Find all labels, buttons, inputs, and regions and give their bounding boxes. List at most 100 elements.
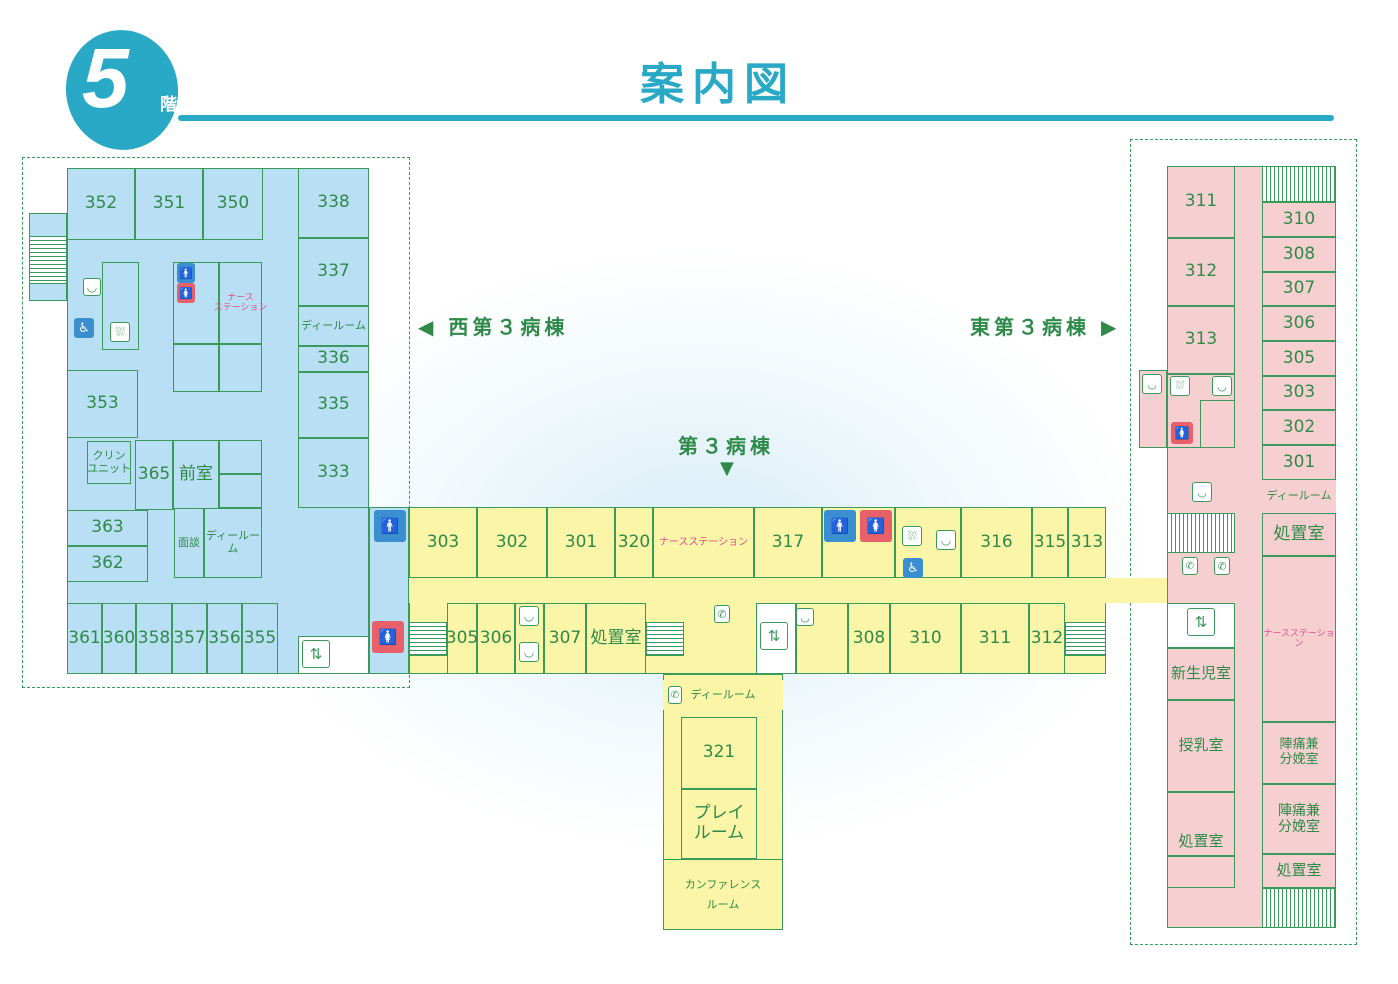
- clean-unit: クリン ユニット: [87, 441, 131, 484]
- east-treatment-3: 処置室: [1262, 854, 1336, 888]
- room-c313: 313: [1068, 507, 1106, 578]
- sink-icon: ◡: [1212, 376, 1232, 396]
- room-353: 353: [67, 370, 138, 438]
- consult-label: 面談: [178, 535, 200, 549]
- room-e311: 311: [1167, 166, 1235, 238]
- west-dayroom-2: ディールーム: [204, 508, 262, 578]
- room-c312: 312: [1029, 603, 1065, 674]
- phone-icon: ✆: [1182, 557, 1198, 575]
- room-e302: 302: [1262, 410, 1336, 445]
- room-e312: 312: [1167, 238, 1235, 306]
- east-treatment-1: 処置室: [1262, 513, 1336, 556]
- labor-room-1-label: 陣痛兼 分娩室: [1279, 737, 1319, 767]
- room-361: 361: [67, 603, 102, 674]
- south-dayroom: ディールーム: [663, 680, 783, 710]
- conference-room: カンファレンス ルーム: [663, 859, 783, 930]
- room-350: 350: [203, 168, 263, 240]
- room-c321: 321: [681, 717, 757, 789]
- room-365: 365: [135, 440, 173, 510]
- room-c308: 308: [848, 603, 890, 674]
- east-room-z: [1167, 856, 1235, 888]
- newborn-room: 新生児室: [1167, 648, 1235, 700]
- wheelchair-icon: ♿: [903, 558, 923, 578]
- shower-icon: ⛆: [1170, 376, 1190, 396]
- room-c311: 311: [961, 603, 1029, 674]
- east-treatment-2: 処置室: [1167, 792, 1235, 856]
- clean-unit-label: クリン ユニット: [87, 448, 131, 475]
- shower-icon: ⛆: [110, 322, 130, 342]
- room-c301: 301: [547, 507, 615, 578]
- room-352: 352: [67, 168, 135, 240]
- center-stairs-mid: [646, 622, 684, 656]
- room-e303: 303: [1262, 376, 1336, 410]
- west-wing-label: ◀ 西第３病棟: [418, 315, 569, 339]
- room-e313: 313: [1167, 306, 1235, 374]
- elevator-icon: ⇅: [302, 640, 330, 668]
- west-stairs: [29, 236, 67, 284]
- room-357: 357: [172, 603, 207, 674]
- room-c316: 316: [961, 507, 1032, 578]
- room-e306: 306: [1262, 306, 1336, 341]
- west-room-a: [173, 344, 219, 392]
- room-e308: 308: [1262, 237, 1336, 272]
- sink-icon: ◡: [519, 606, 539, 626]
- wash-icon: ◡: [519, 642, 539, 662]
- west-nurse-label: ナース ステーション: [213, 292, 268, 313]
- center-corridor: [409, 578, 1169, 603]
- west-nurse-station: ナース ステーション: [214, 262, 267, 344]
- header-rule: [178, 115, 1334, 121]
- center-wing-arrow: ▼: [720, 458, 738, 479]
- room-c310: 310: [890, 603, 961, 674]
- room-c307: 307: [544, 603, 586, 674]
- room-c320: 320: [615, 507, 653, 578]
- room-356: 356: [207, 603, 242, 674]
- room-358: 358: [136, 603, 172, 674]
- east-utility-b: [1200, 400, 1235, 448]
- west-dayroom-label: ディールーム: [301, 318, 366, 332]
- east-zone-outline: [1130, 139, 1357, 945]
- center-stairs-west: [409, 622, 447, 656]
- center-wing-label: 第３病棟: [678, 434, 774, 458]
- west-dayroom: ディールーム: [298, 306, 369, 346]
- east-stairs-north: [1262, 166, 1336, 202]
- west-zone-outline: [22, 157, 410, 688]
- toilet-women-icon: 🚺: [177, 283, 195, 303]
- room-c306: 306: [477, 603, 515, 674]
- room-338: 338: [298, 168, 369, 238]
- floor-badge: [65, 30, 179, 150]
- phone-icon: ✆: [714, 605, 730, 623]
- east-wing-label: 東第３病棟 ▶: [970, 315, 1121, 339]
- west-room-c: [219, 440, 262, 474]
- shower-icon: ⛆: [902, 526, 922, 546]
- phone-icon: ✆: [668, 686, 682, 704]
- room-336: 336: [298, 346, 369, 372]
- room-c317: 317: [754, 507, 822, 578]
- east-treatment-2-label: 処置室: [1178, 832, 1224, 851]
- page-title: 案内図: [640, 59, 796, 110]
- wash-icon: ◡: [1142, 374, 1162, 394]
- floor-suffix: 階: [160, 95, 177, 115]
- center-stairs-east: [1065, 622, 1106, 656]
- room-e305: 305: [1262, 341, 1336, 376]
- wheelchair-icon: ♿: [74, 318, 94, 338]
- east-dayroom: ディールーム: [1262, 480, 1336, 513]
- labor-room-2-label: 陣痛兼 分娩室: [1278, 802, 1320, 835]
- room-337: 337: [298, 238, 369, 306]
- room-c303: 303: [409, 507, 477, 578]
- center-nurse-station: ナースステーション: [653, 507, 754, 578]
- room-e307: 307: [1262, 272, 1336, 306]
- toilet-men-icon: 🚹: [374, 510, 406, 542]
- room-c302: 302: [477, 507, 547, 578]
- conference-label: カンファレンス ルーム: [684, 877, 762, 911]
- west-room-d: [219, 474, 262, 508]
- floor-number: 5: [82, 31, 129, 125]
- sink-icon: ◡: [796, 608, 814, 626]
- toilet-women-icon: 🚺: [860, 510, 892, 542]
- sink-icon: ◡: [83, 278, 101, 296]
- room-e301: 301: [1262, 445, 1336, 480]
- phone-icon: ✆: [1214, 557, 1230, 575]
- nursing-room: 授乳室: [1167, 700, 1235, 792]
- room-355: 355: [242, 603, 278, 674]
- room-351: 351: [135, 168, 203, 240]
- room-363: 363: [67, 510, 148, 546]
